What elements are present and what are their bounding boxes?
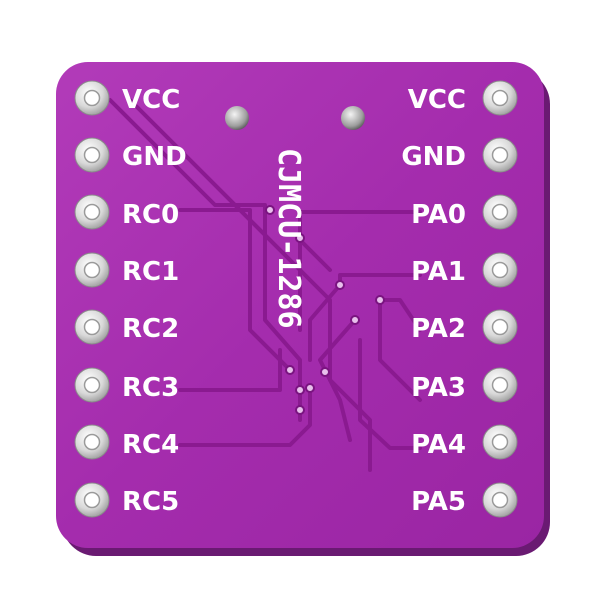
- pin-pad: [74, 309, 110, 345]
- pin-pad: [482, 194, 518, 230]
- right-pin-labels: VCC GND PA0 PA1 PA2 PA3 PA4 PA5: [401, 85, 466, 517]
- pin-pad: [74, 137, 110, 173]
- pin-pad: [482, 424, 518, 460]
- right-pin-label: PA3: [411, 373, 466, 403]
- right-pin-label: PA0: [411, 200, 466, 230]
- right-pin-label: VCC: [408, 85, 466, 115]
- pin-pad: [482, 367, 518, 403]
- left-pin-label: RC1: [122, 257, 179, 287]
- pin-pad: [74, 424, 110, 460]
- mounting-post-right: [341, 106, 365, 130]
- board-title: CJMCU-1286: [271, 148, 306, 329]
- left-pin-header: [74, 80, 110, 518]
- pin-pad: [74, 80, 110, 116]
- pin-pad: [74, 252, 110, 288]
- right-pin-label: PA5: [411, 487, 466, 517]
- right-pin-label: PA2: [411, 314, 466, 344]
- right-pin-label: GND: [401, 142, 466, 172]
- pin-pad: [482, 80, 518, 116]
- left-pin-label: RC0: [122, 200, 179, 230]
- pin-pad: [482, 137, 518, 173]
- left-pin-label: RC5: [122, 487, 179, 517]
- right-pin-label: PA4: [411, 430, 466, 460]
- right-pin-label: PA1: [411, 257, 466, 287]
- left-pin-label: RC2: [122, 314, 179, 344]
- left-pin-label: VCC: [122, 85, 180, 115]
- pin-pad: [482, 482, 518, 518]
- left-pin-label: RC3: [122, 373, 179, 403]
- left-pin-label: GND: [122, 142, 187, 172]
- pin-pad: [74, 194, 110, 230]
- left-pin-labels: VCC GND RC0 RC1 RC2 RC3 RC4 RC5: [122, 85, 187, 517]
- pin-pad: [74, 367, 110, 403]
- pin-pad: [74, 482, 110, 518]
- mounting-post-left: [225, 106, 249, 130]
- right-pin-header: [482, 80, 518, 518]
- left-pin-label: RC4: [122, 430, 179, 460]
- vias: [265, 205, 385, 415]
- pin-pad: [482, 252, 518, 288]
- pin-pad: [482, 309, 518, 345]
